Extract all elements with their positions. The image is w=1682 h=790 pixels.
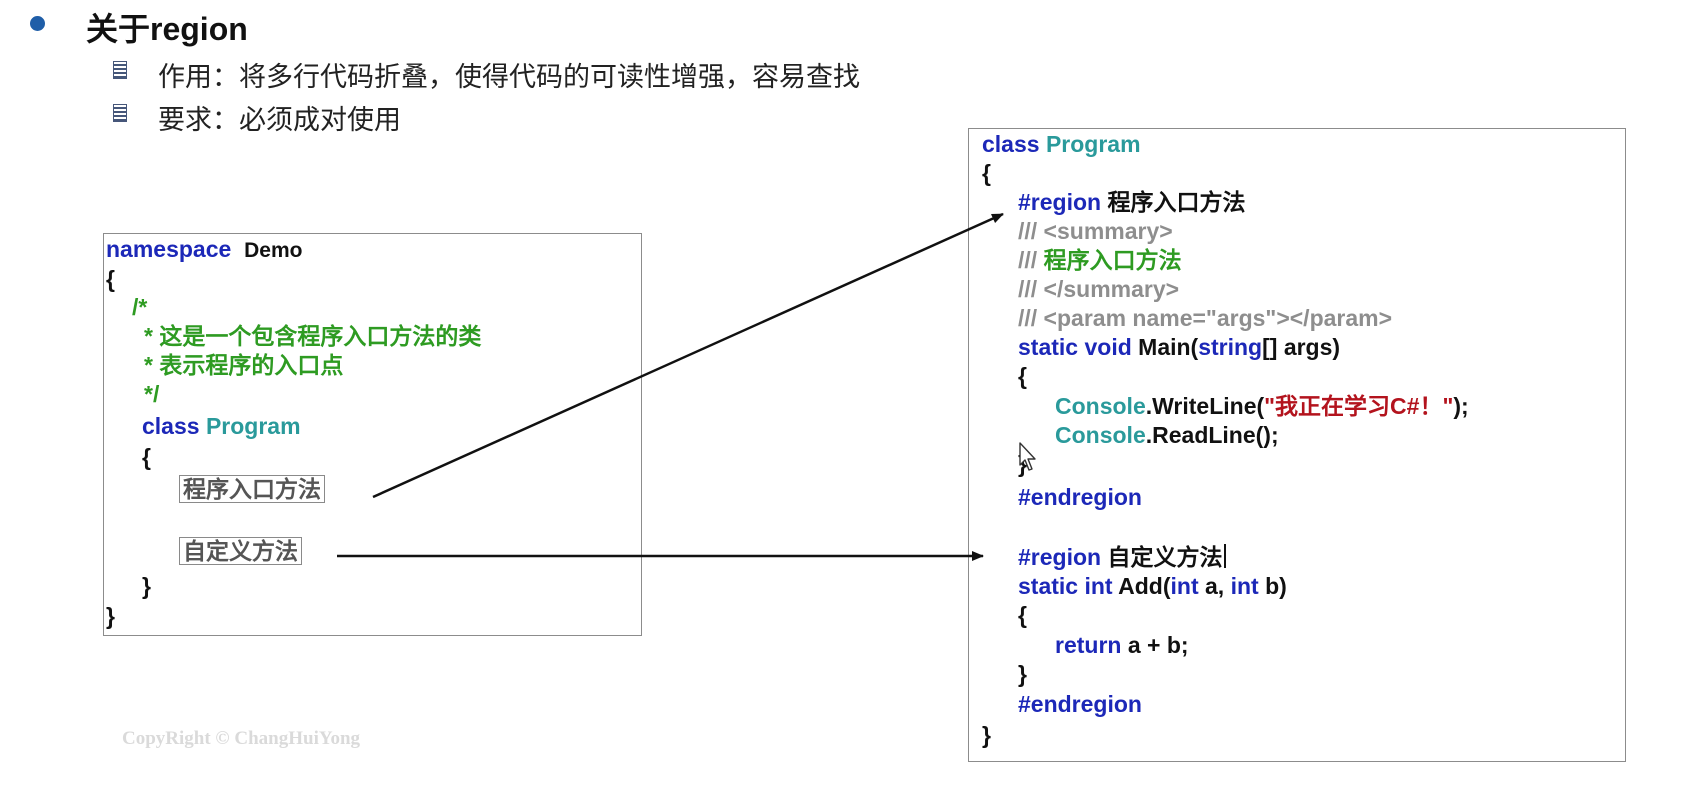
mouse-pointer-icon bbox=[1019, 442, 1036, 471]
endregion-main: #endregion bbox=[1018, 484, 1142, 510]
close-brace: } bbox=[106, 603, 115, 629]
add-name: Add( bbox=[1118, 573, 1171, 599]
void-keyword: void bbox=[1084, 334, 1132, 360]
namespace-name: Demo bbox=[244, 239, 303, 262]
static-keyword: static bbox=[1018, 573, 1079, 599]
add-signature: static int Add(int a, int b) bbox=[1018, 571, 1287, 601]
int-keyword: int bbox=[1170, 573, 1199, 599]
main-params: [] args) bbox=[1262, 334, 1341, 360]
fold-region-custom[interactable]: 自定义方法 bbox=[179, 536, 302, 566]
doc-prefix: /// bbox=[1018, 247, 1038, 273]
readline-call: Console.ReadLine(); bbox=[1055, 420, 1279, 450]
writeline-method: .WriteLine( bbox=[1145, 393, 1265, 419]
region-main-line: #region 程序入口方法 bbox=[1018, 187, 1245, 217]
main-close-brace: } bbox=[1018, 451, 1027, 477]
comment-close: */ bbox=[144, 381, 160, 407]
fold-region-main[interactable]: 程序入口方法 bbox=[179, 474, 325, 504]
return-expression: a + b; bbox=[1127, 632, 1189, 658]
inner-close-brace: } bbox=[142, 573, 151, 599]
expanded-code-panel: class Program { #region 程序入口方法 /// <summ… bbox=[968, 128, 1626, 762]
doc-param: /// <param name="args"></param> bbox=[1018, 305, 1393, 331]
int-keyword: int bbox=[1084, 573, 1113, 599]
open-brace: { bbox=[982, 160, 991, 186]
class-name: Program bbox=[1045, 131, 1141, 157]
title-bullet-icon bbox=[30, 16, 45, 31]
call-end: ); bbox=[1453, 393, 1469, 419]
region-name: 自定义方法 bbox=[1107, 544, 1223, 570]
main-open-brace: { bbox=[1018, 363, 1027, 389]
comment-open: /* bbox=[132, 294, 148, 320]
param-a: a, bbox=[1205, 573, 1225, 599]
text-cursor bbox=[1224, 544, 1226, 568]
collapsed-region-label[interactable]: 自定义方法 bbox=[179, 537, 302, 565]
console-type: Console bbox=[1055, 393, 1146, 419]
doc-text: 程序入口方法 bbox=[1043, 247, 1182, 273]
add-open-brace: { bbox=[1018, 602, 1027, 628]
main-signature: static void Main(string[] args) bbox=[1018, 332, 1340, 362]
list-bullet-icon bbox=[113, 61, 127, 79]
copyright-watermark: CopyRight © ChangHuiYong bbox=[122, 728, 361, 749]
class-line: class Program bbox=[142, 411, 301, 441]
console-type: Console bbox=[1055, 422, 1146, 448]
static-keyword: static bbox=[1018, 334, 1079, 360]
comment-line-1: * 这是一个包含程序入口方法的类 bbox=[144, 323, 482, 349]
return-line: return a + b; bbox=[1055, 630, 1189, 660]
readline-method: .ReadLine(); bbox=[1145, 422, 1279, 448]
list-bullet-icon bbox=[113, 104, 127, 122]
doc-summary-text: /// 程序入口方法 bbox=[1018, 245, 1182, 275]
add-close-brace: } bbox=[1018, 661, 1027, 687]
string-keyword: string bbox=[1198, 334, 1263, 360]
comment-line-2: * 表示程序的入口点 bbox=[144, 352, 344, 378]
slide-title: 关于region bbox=[86, 11, 248, 47]
param-b: b) bbox=[1265, 573, 1287, 599]
class-name: Program bbox=[205, 413, 301, 439]
doc-summary-open: /// <summary> bbox=[1018, 218, 1173, 244]
class-line: class Program bbox=[982, 129, 1141, 159]
endregion-custom: #endregion bbox=[1018, 691, 1142, 717]
namespace-line: namespace Demo bbox=[106, 234, 302, 266]
region-directive: #region bbox=[1018, 544, 1102, 570]
bullet-requirement: 要求：必须成对使用 bbox=[158, 105, 401, 135]
string-literal: "我正在学习C#！" bbox=[1264, 393, 1454, 419]
collapsed-code-panel: namespace Demo { /* * 这是一个包含程序入口方法的类 * 表… bbox=[103, 233, 642, 636]
collapsed-region-label[interactable]: 程序入口方法 bbox=[179, 475, 325, 503]
region-directive: #region bbox=[1018, 189, 1102, 215]
writeline-call: Console.WriteLine("我正在学习C#！"); bbox=[1055, 391, 1469, 421]
region-custom-line: #region 自定义方法 bbox=[1018, 542, 1226, 572]
inner-open-brace: { bbox=[142, 444, 151, 470]
namespace-keyword: namespace bbox=[106, 236, 232, 262]
open-brace: { bbox=[106, 266, 115, 292]
main-name: Main( bbox=[1138, 334, 1199, 360]
bullet-purpose: 作用：将多行代码折叠，使得代码的可读性增强，容易查找 bbox=[158, 62, 860, 92]
doc-summary-close: /// </summary> bbox=[1018, 276, 1180, 302]
arrow-to-main-region bbox=[372, 212, 1004, 499]
close-brace: } bbox=[982, 722, 991, 748]
int-keyword: int bbox=[1230, 573, 1259, 599]
return-keyword: return bbox=[1055, 632, 1122, 658]
class-keyword: class bbox=[982, 131, 1040, 157]
class-keyword: class bbox=[142, 413, 200, 439]
region-name: 程序入口方法 bbox=[1107, 189, 1246, 215]
